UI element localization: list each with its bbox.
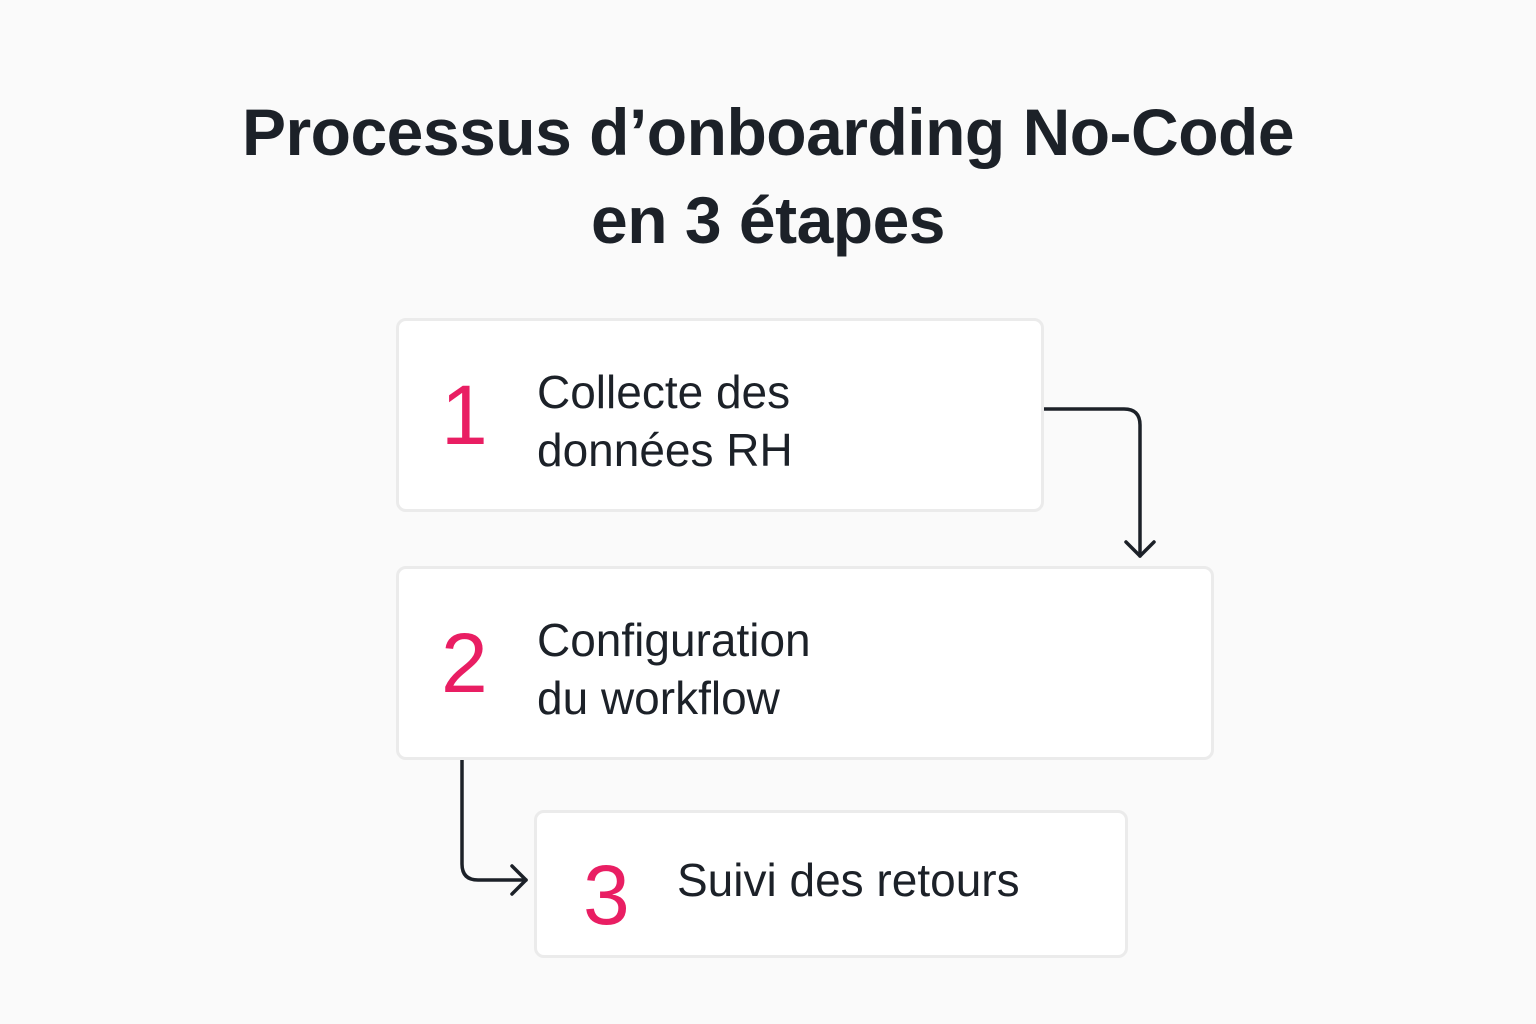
step-number: 1 [441,368,488,462]
step-card-2: 2 Configuration du workflow [396,566,1214,760]
step-label: Suivi des retours [677,851,1020,909]
connector-step2-to-step3 [460,758,528,896]
connector-line [1042,407,1142,558]
arrow-right-icon [510,864,528,896]
step-label-line: données RH [537,424,793,476]
step-number: 3 [583,848,630,942]
title-line-1: Processus d’onboarding No-Code [241,95,1295,169]
title-line-2: en 3 étapes [590,183,946,257]
step-label-line: Configuration [537,614,811,666]
step-label: Collecte des données RH [537,363,793,479]
step-label-line: Suivi des retours [677,854,1020,906]
connector-step1-to-step2 [1042,407,1156,558]
step-card-1: 1 Collecte des données RH [396,318,1044,512]
arrow-down-icon [1124,540,1156,558]
connector-line [460,758,528,882]
step-number: 2 [441,616,488,710]
step-label-line: Collecte des [537,366,791,418]
diagram-title: Processus d’onboarding No-Code en 3 étap… [0,88,1536,264]
step-label-line: du workflow [537,672,780,724]
step-card-3: 3 Suivi des retours [534,810,1128,958]
step-label: Configuration du workflow [537,611,811,727]
